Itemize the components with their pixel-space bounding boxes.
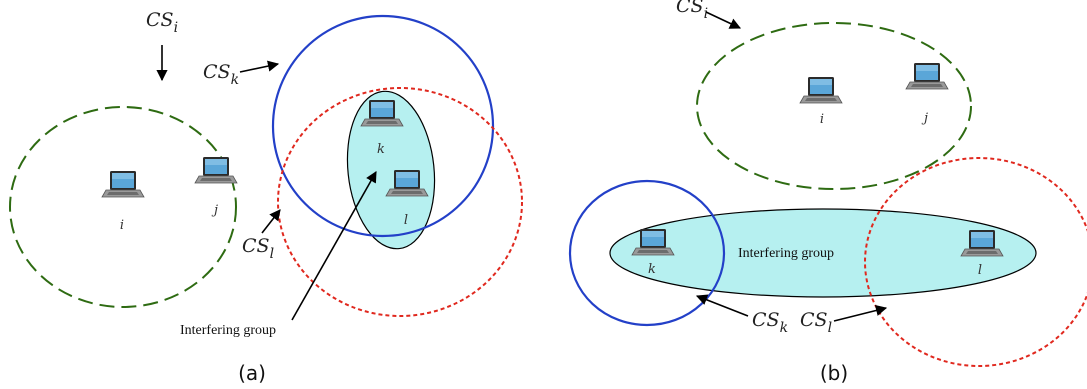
node-label-l: l [404, 213, 408, 228]
cs-l-arrow [261, 209, 281, 234]
node-label-j: j [921, 111, 928, 126]
cs-l-label: CSl [242, 235, 274, 262]
cs-k-label: CSk [203, 61, 239, 88]
cs-i-label: CSi [676, 0, 708, 22]
panel-b: i j k l Interfering group CSi CSk CSl (b… [568, 0, 1087, 385]
cs-l-circle [277, 87, 523, 317]
interfering-group-label: Interfering group [180, 323, 276, 338]
interfering-group-ellipse [609, 208, 1037, 298]
cs-k-circle [568, 179, 726, 327]
panel-a-label: (a) [238, 361, 266, 385]
laptop-icon [194, 156, 238, 184]
laptop-icon [905, 62, 949, 90]
node-label-l: l [978, 263, 982, 278]
interfering-group-label: Interfering group [738, 246, 834, 261]
cs-i-circle [9, 106, 237, 308]
laptop-icon [101, 170, 145, 198]
panel-a: i j k l CSi CSk CSl Interfering group (a… [9, 9, 523, 385]
panel-b-label: (b) [820, 361, 848, 385]
cs-i-label: CSi [146, 9, 178, 36]
cs-k-label: CSk [752, 309, 788, 336]
cs-i-arrow [705, 11, 742, 29]
node-label-i: i [120, 218, 124, 233]
cs-k-circle [271, 14, 495, 238]
cs-k-arrow [239, 60, 280, 73]
node-label-k: k [377, 142, 385, 157]
interfering-group-ellipse [346, 90, 436, 250]
node-label-j: j [211, 203, 218, 218]
cs-l-arrow [833, 305, 888, 322]
node-label-k: k [648, 262, 656, 277]
laptop-icon [799, 76, 843, 104]
node-label-i: i [820, 112, 824, 127]
interfering-group-arrow [291, 171, 377, 321]
cs-l-circle [864, 157, 1087, 367]
cs-l-label: CSl [800, 309, 832, 336]
cs-k-arrow [695, 294, 749, 317]
cs-i-circle [696, 22, 972, 190]
